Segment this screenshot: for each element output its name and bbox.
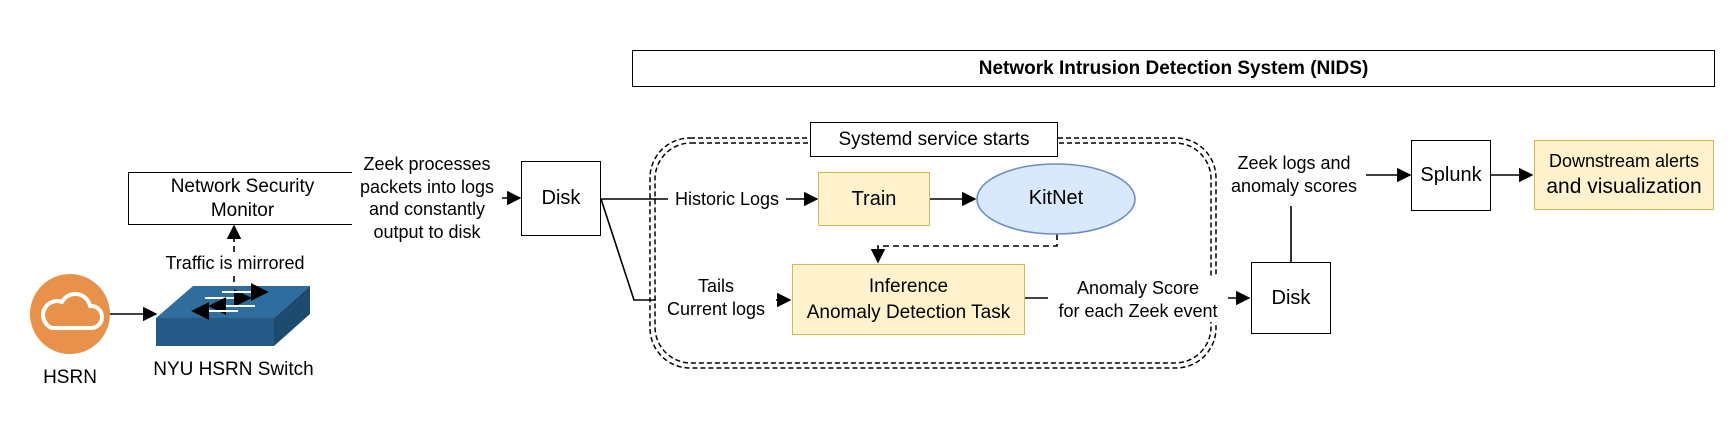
hsrn-label: HSRN [43, 367, 97, 388]
disk-1: Disk [521, 161, 601, 236]
network-switch-icon [156, 283, 310, 346]
zeek-logs-label: Zeek logs and anomaly scores [1222, 152, 1366, 197]
inference-node: Inference Anomaly Detection Task [792, 264, 1025, 335]
systemd-label: Systemd service starts [810, 122, 1058, 157]
cloud-icon [30, 274, 110, 354]
switch-label: NYU HSRN Switch [153, 359, 314, 380]
train-node: Train [818, 172, 930, 226]
zeek-processes-label: Zeek processes packets into logs and con… [352, 153, 502, 243]
tails-current-logs-label: Tails Current logs [656, 275, 776, 320]
nids-title: Network Intrusion Detection System (NIDS… [632, 50, 1715, 87]
splunk-node: Splunk [1411, 140, 1491, 211]
network-security-monitor: Network Security Monitor [128, 172, 357, 225]
arrow-kitnet-to-inference [870, 234, 1058, 264]
downstream-alerts-node: Downstream alerts and visualization [1534, 140, 1714, 210]
anomaly-score-label: Anomaly Score for each Zeek event [1048, 277, 1228, 322]
disk-2: Disk [1251, 262, 1331, 334]
historic-logs-label: Historic Logs [668, 188, 786, 211]
traffic-mirrored-label: Traffic is mirrored [150, 252, 320, 275]
kitnet-shape [976, 163, 1136, 235]
kitnet-label: KitNet [1028, 187, 1084, 209]
